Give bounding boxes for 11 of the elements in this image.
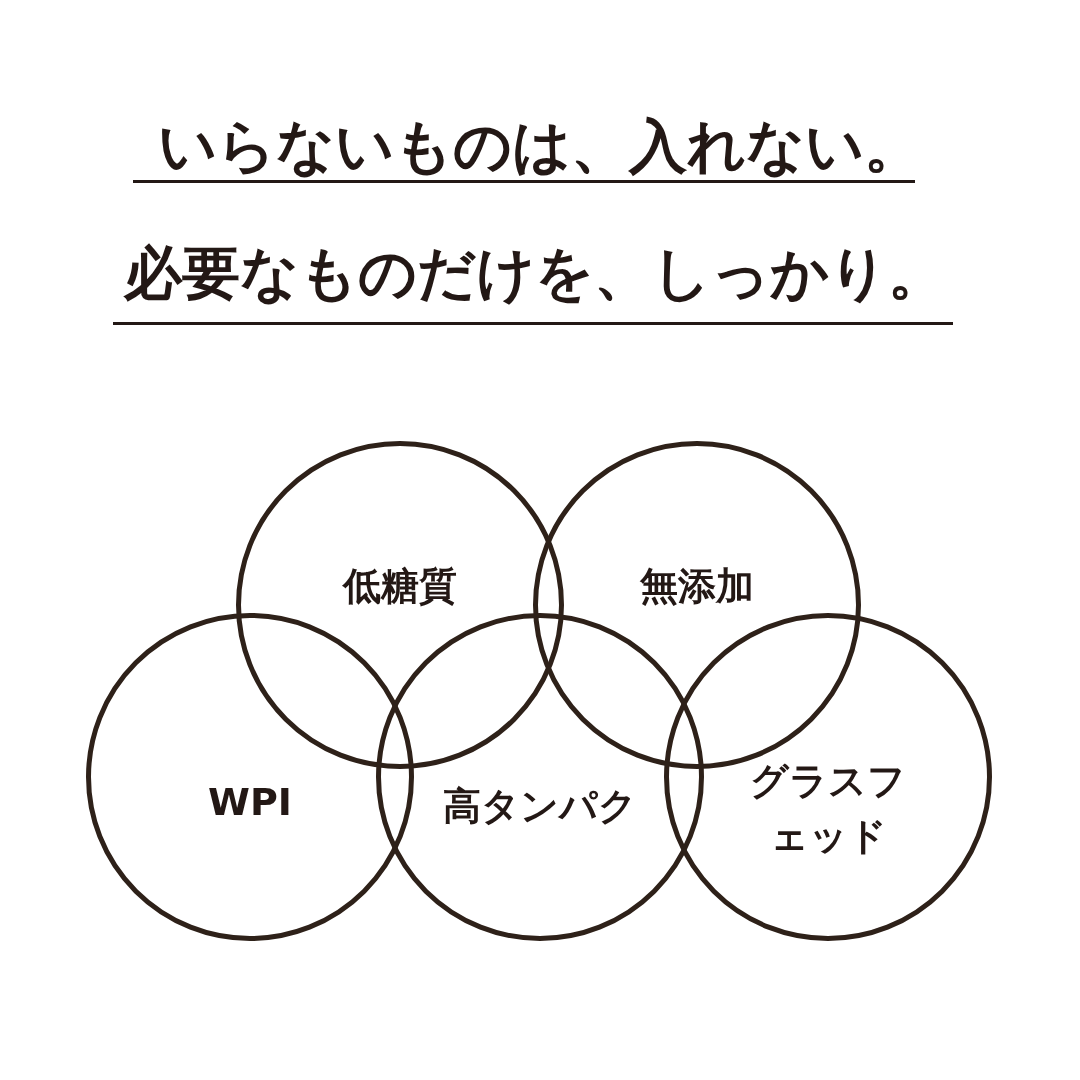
keyword-label: 低糖質 xyxy=(343,563,457,611)
heading-text: いらないものは、入れない。 xyxy=(158,111,922,182)
keyword-label: WPI xyxy=(208,779,292,827)
keyword-circle xyxy=(86,613,414,941)
keyword-circle xyxy=(664,613,992,941)
keyword-label: 無添加 xyxy=(640,563,754,611)
keyword-circle xyxy=(236,441,564,769)
keyword-label: グラスフェッド xyxy=(749,757,907,860)
keyword-circle xyxy=(376,613,704,941)
heading-text: 必要なものだけを、しっかり。 xyxy=(124,238,946,309)
keyword-label: 高タンパク xyxy=(443,783,637,831)
